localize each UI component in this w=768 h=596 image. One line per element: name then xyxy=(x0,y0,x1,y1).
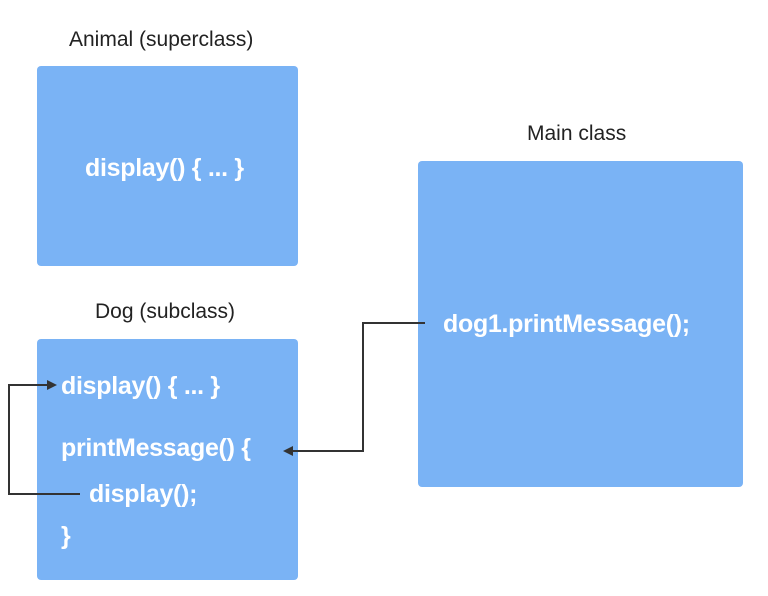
animal-class-box: display() { ... } xyxy=(37,66,298,266)
call-arrow xyxy=(283,322,425,456)
dog-caption: Dog (subclass) xyxy=(95,300,236,323)
display-call-arrow xyxy=(8,380,80,495)
dog-display-call: display(); xyxy=(89,480,198,508)
dog-closing-brace: } xyxy=(61,522,71,550)
dog-class-box: display() { ... } printMessage() { displ… xyxy=(37,339,298,580)
animal-display-method: display() { ... } xyxy=(85,154,244,182)
dog-print-message-method: printMessage() { xyxy=(61,434,251,462)
main-class-box: dog1.printMessage(); xyxy=(418,161,743,487)
main-print-message-call: dog1.printMessage(); xyxy=(443,310,690,338)
main-caption: Main class xyxy=(527,122,627,145)
animal-caption: Animal (superclass) xyxy=(69,28,254,51)
dog-display-method: display() { ... } xyxy=(61,372,220,400)
